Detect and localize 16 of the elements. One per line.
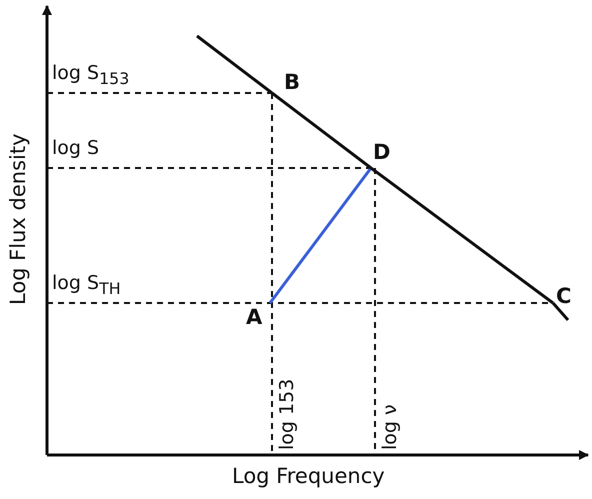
line-segment [268,167,372,304]
axis-title: Log Frequency [232,466,385,487]
tick-label: log S [52,139,100,158]
point-label: A [246,307,262,328]
point-label: C [556,286,572,307]
point-label: B [284,72,300,93]
tick-label: log ν [381,404,400,450]
line-segment [370,166,554,304]
tick-label: log S$_{153}$ [52,64,130,87]
point-label: D [373,142,390,163]
line-segment [552,302,570,321]
tick-label: log 153 [278,378,297,450]
line-segment [196,34,273,94]
line-segment [271,92,372,170]
axis-title: Log Flux density [8,133,29,305]
tick-label: log S$_{TH}$ [52,274,121,297]
